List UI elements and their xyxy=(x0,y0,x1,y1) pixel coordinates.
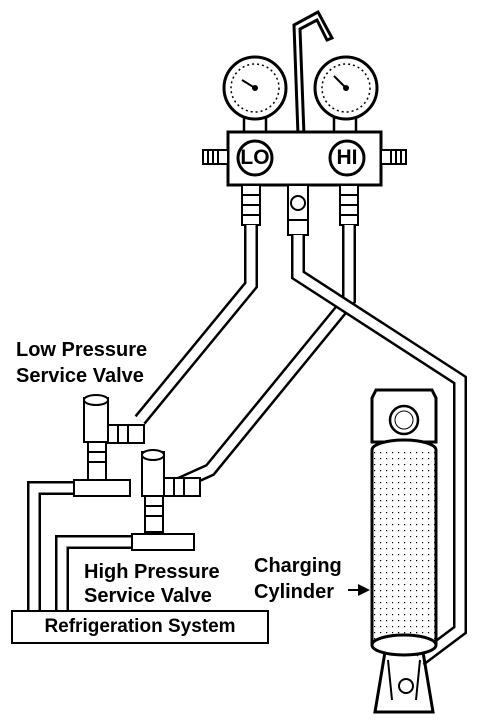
low-pressure-service-valve xyxy=(83,394,145,483)
low-side-hose xyxy=(134,225,258,425)
low-pressure-label-line2: Service Valve xyxy=(16,365,144,387)
manifold-outlets xyxy=(241,184,359,236)
charging-cylinder xyxy=(370,388,438,714)
side-fittings xyxy=(202,149,407,165)
charging-cylinder-label-line2: Cylinder xyxy=(254,581,335,603)
low-pressure-label-line1: Low Pressure xyxy=(16,339,148,361)
high-pressure-service-valve xyxy=(141,449,201,533)
refrigeration-system-box: Refrigeration System xyxy=(11,610,269,644)
charging-cylinder-label-line1: Charging xyxy=(254,555,342,577)
hi-label: HI xyxy=(336,146,358,169)
low-side-pipe xyxy=(27,479,131,610)
high-pressure-gauge xyxy=(313,55,379,139)
high-side-pipe xyxy=(55,533,195,610)
low-pressure-gauge xyxy=(222,55,288,139)
lo-knob xyxy=(236,139,274,177)
high-pressure-label-line2: Service Valve xyxy=(84,585,212,607)
cylinder-pointer-arrow xyxy=(348,584,370,596)
high-pressure-label-line1: High Pressure xyxy=(84,561,220,583)
refrigeration-system-label: Refrigeration System xyxy=(44,616,236,637)
lo-label: LO xyxy=(240,146,270,169)
charging-hose xyxy=(291,235,467,666)
manifold-hook xyxy=(292,9,335,136)
hi-knob xyxy=(328,139,366,177)
